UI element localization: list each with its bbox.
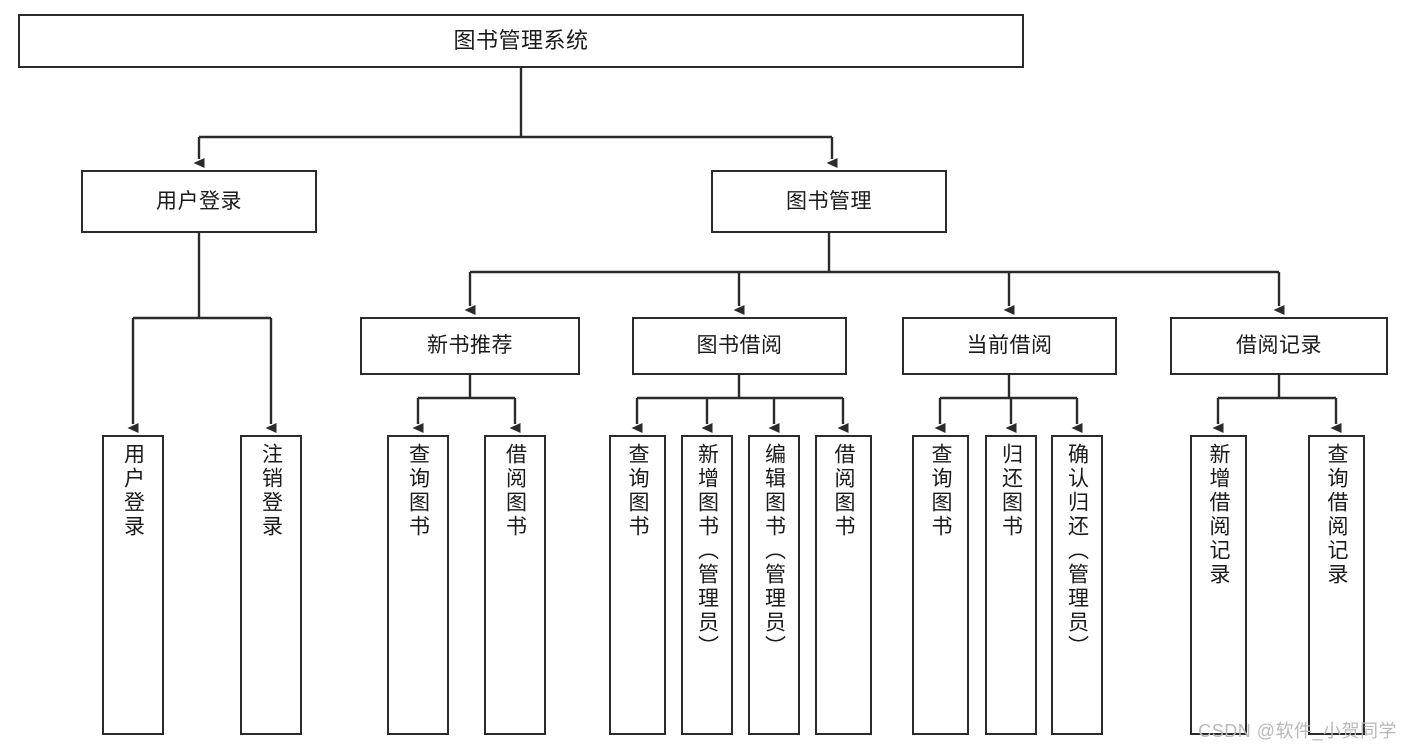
leaf-query-book-current[interactable]: 查询图书 (912, 435, 969, 735)
leaf-edit-book-admin[interactable]: 编辑图书（管理员） (748, 435, 800, 735)
node-book-borrow[interactable]: 图书借阅 (632, 317, 847, 375)
node-book-management-label: 图书管理 (786, 189, 872, 213)
leaf-query-book-borrow-label: 查询图书 (626, 443, 649, 539)
leaf-confirm-return-admin[interactable]: 确认归还（管理员） (1051, 435, 1103, 735)
leaf-confirm-return-admin-label: 确认归还（管理员） (1065, 443, 1089, 659)
node-root[interactable]: 图书管理系统 (18, 14, 1024, 68)
leaf-borrow-book-label: 借阅图书 (832, 443, 855, 539)
node-borrow-record-label: 借阅记录 (1236, 334, 1322, 358)
leaf-add-borrow-record[interactable]: 新增借阅记录 (1190, 435, 1247, 735)
node-user-login-label: 用户登录 (156, 189, 242, 213)
leaf-edit-book-admin-label: 编辑图书（管理员） (762, 443, 786, 659)
node-user-login[interactable]: 用户登录 (81, 170, 317, 233)
node-root-label: 图书管理系统 (453, 27, 589, 53)
leaf-user-login-label: 用户登录 (121, 443, 145, 539)
node-current-borrow-label: 当前借阅 (966, 334, 1053, 358)
node-new-book-recommend[interactable]: 新书推荐 (360, 317, 580, 375)
node-book-borrow-label: 图书借阅 (696, 334, 783, 358)
leaf-query-borrow-record-label: 查询借阅记录 (1325, 443, 1348, 587)
leaf-query-book-recommend[interactable]: 查询图书 (387, 435, 449, 735)
leaf-borrow-book[interactable]: 借阅图书 (815, 435, 872, 735)
leaf-borrow-book-recommend[interactable]: 借阅图书 (484, 435, 546, 735)
leaf-add-borrow-record-label: 新增借阅记录 (1207, 443, 1230, 587)
leaf-add-book-admin-label: 新增图书（管理员） (695, 443, 719, 659)
leaf-logout[interactable]: 注销登录 (240, 435, 302, 735)
watermark-text: CSDN @软件_小贺同学 (1198, 721, 1397, 741)
leaf-borrow-book-recommend-label: 借阅图书 (503, 443, 527, 539)
leaf-return-book-label: 归还图书 (999, 443, 1023, 539)
leaf-query-book-borrow[interactable]: 查询图书 (609, 435, 666, 735)
leaf-logout-label: 注销登录 (259, 443, 283, 539)
leaf-query-borrow-record[interactable]: 查询借阅记录 (1308, 435, 1365, 735)
leaf-query-book-recommend-label: 查询图书 (406, 443, 430, 539)
leaf-add-book-admin[interactable]: 新增图书（管理员） (681, 435, 733, 735)
node-borrow-record[interactable]: 借阅记录 (1170, 317, 1388, 375)
leaf-query-book-current-label: 查询图书 (929, 443, 952, 539)
node-current-borrow[interactable]: 当前借阅 (902, 317, 1117, 375)
leaf-return-book[interactable]: 归还图书 (985, 435, 1037, 735)
node-book-management[interactable]: 图书管理 (711, 170, 947, 233)
leaf-user-login[interactable]: 用户登录 (102, 435, 164, 735)
node-new-book-recommend-label: 新书推荐 (427, 334, 513, 358)
